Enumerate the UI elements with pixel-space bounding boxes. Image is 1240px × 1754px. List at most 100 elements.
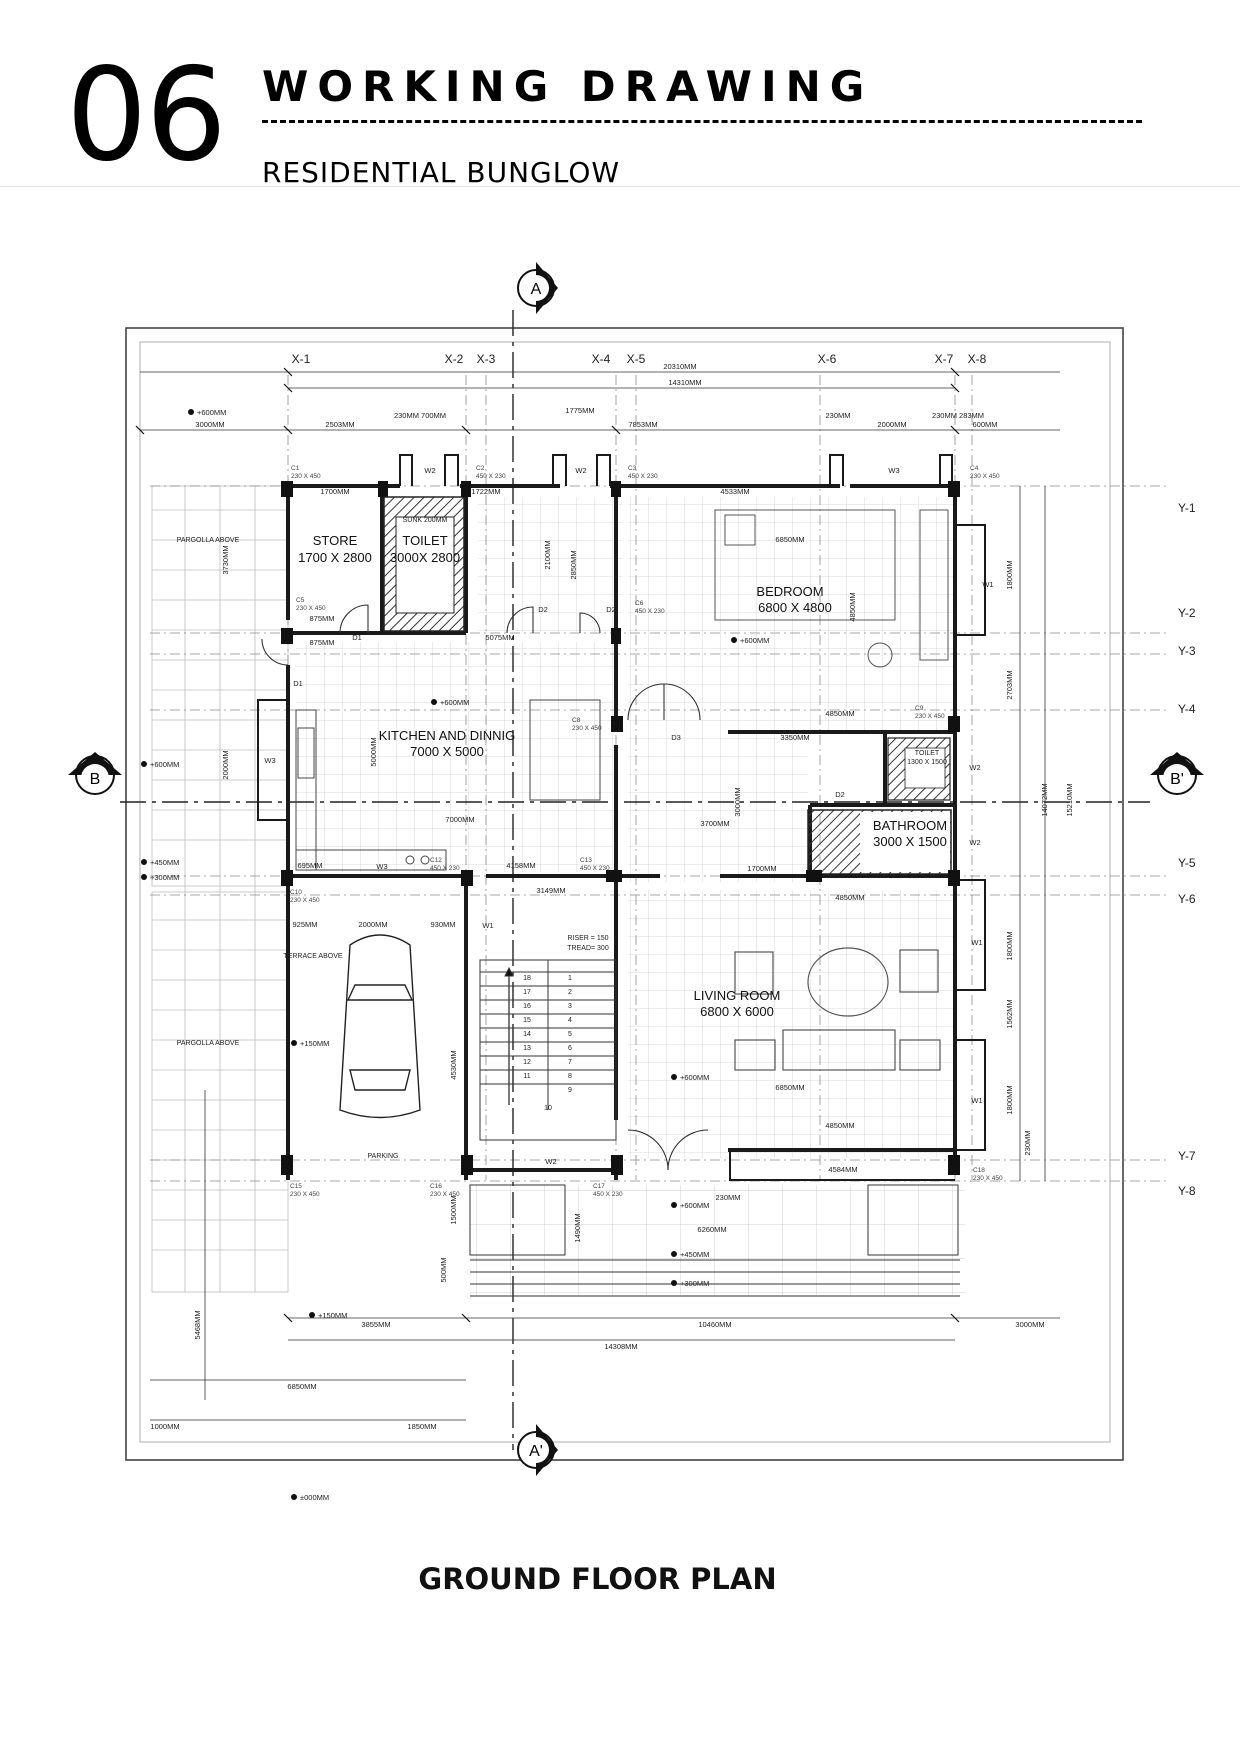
grid-y6: Y-6: [1178, 892, 1196, 906]
svg-text:230 X 450: 230 X 450: [973, 1175, 1003, 1182]
svg-text:13: 13: [523, 1045, 531, 1052]
svg-text:450 X 230: 450 X 230: [580, 865, 610, 872]
small-toilet-name: TOILET: [915, 750, 940, 757]
svg-text:3000MM: 3000MM: [195, 420, 224, 429]
svg-text:16: 16: [523, 1003, 531, 1010]
svg-text:6850MM: 6850MM: [287, 1382, 316, 1391]
grid-y7: Y-7: [1178, 1149, 1196, 1163]
room-bathroom-size: 3000 X 1500: [873, 834, 947, 849]
svg-text:W2: W2: [969, 838, 980, 847]
parking-label: PARKING: [368, 1153, 399, 1160]
svg-text:2703MM: 2703MM: [1005, 670, 1014, 699]
room-living-name: LIVING ROOM: [694, 988, 781, 1003]
svg-text:C12: C12: [430, 857, 442, 864]
room-store-name: STORE: [313, 533, 358, 548]
svg-text:20310MM: 20310MM: [663, 362, 696, 371]
site-boundary-inner: [139, 341, 1111, 1443]
svg-text:7: 7: [568, 1059, 572, 1066]
section-label-b: B: [90, 771, 101, 788]
svg-text:+600MM: +600MM: [150, 760, 179, 769]
svg-text:2850MM: 2850MM: [569, 550, 578, 579]
svg-text:2000MM: 2000MM: [221, 750, 230, 779]
svg-text:10: 10: [544, 1105, 552, 1112]
svg-text:3350MM: 3350MM: [780, 733, 809, 742]
columns: [281, 481, 960, 1175]
svg-text:1: 1: [568, 975, 572, 982]
svg-text:W3: W3: [888, 466, 899, 475]
svg-text:4850MM: 4850MM: [835, 893, 864, 902]
stair-tread-note: TREAD= 300: [567, 945, 609, 952]
svg-text:1562MM: 1562MM: [1005, 999, 1014, 1028]
svg-text:930MM: 930MM: [430, 920, 455, 929]
svg-text:230 X 450: 230 X 450: [296, 605, 326, 612]
walls: [286, 484, 957, 1180]
svg-text:C13: C13: [580, 857, 592, 864]
section-label-b-prime: B': [1170, 771, 1184, 788]
lobby-floor: [628, 732, 808, 882]
svg-text:14308MM: 14308MM: [604, 1342, 637, 1351]
page-number: 06: [66, 41, 227, 190]
section-label-a-prime: A': [529, 1443, 543, 1460]
svg-text:450 X 230: 450 X 230: [635, 608, 665, 615]
header-subtitle: RESIDENTIAL BUNGLOW: [262, 156, 621, 189]
svg-text:230 X 450: 230 X 450: [290, 1191, 320, 1198]
pergola-top-label: PARGOLLA ABOVE: [177, 537, 240, 544]
svg-text:4533MM: 4533MM: [720, 487, 749, 496]
sunk-note: SUNK 200MM: [403, 517, 448, 524]
svg-text:4158MM: 4158MM: [506, 861, 535, 870]
level-markers: +600MM +600MM +600MM +600MM +600MM +600M…: [150, 408, 769, 1502]
svg-text:D2: D2: [835, 790, 845, 799]
floor-plan-drawing: A A' B B' X-1 X-2 X-3 X-4 X-5 X-6 X-7 X-…: [68, 262, 1204, 1502]
svg-text:695MM: 695MM: [297, 861, 322, 870]
door-swings: [261, 604, 709, 1171]
minor-labels: TOILET 1300 X 1500 SUNK 200MM PARKING TE…: [177, 517, 947, 1160]
svg-text:C4: C4: [970, 465, 979, 472]
stair-hall-floor: [478, 497, 623, 632]
front-steps: [469, 1184, 960, 1297]
svg-text:4530MM: 4530MM: [449, 1050, 458, 1079]
svg-text:W2: W2: [545, 1157, 556, 1166]
svg-text:5468MM: 5468MM: [193, 1310, 202, 1339]
kitchen-floor: [296, 642, 618, 872]
bedroom-furniture: [714, 509, 949, 668]
grid-y8: Y-8: [1178, 1184, 1196, 1198]
svg-text:15210MM: 15210MM: [1065, 783, 1074, 816]
toilet-inner: [395, 516, 455, 614]
kitchen-counter: [295, 699, 601, 871]
svg-text:600MM: 600MM: [972, 420, 997, 429]
svg-text:W1: W1: [482, 921, 493, 930]
svg-text:10460MM: 10460MM: [698, 1320, 731, 1329]
svg-text:4850MM: 4850MM: [848, 592, 857, 621]
svg-text:5: 5: [568, 1031, 572, 1038]
svg-text:450 X 230: 450 X 230: [628, 473, 658, 480]
svg-text:1800MM: 1800MM: [1005, 1085, 1014, 1114]
plan-caption: GROUND FLOOR PLAN: [418, 1562, 777, 1596]
svg-text:11: 11: [523, 1073, 530, 1080]
svg-text:14072MM: 14072MM: [1040, 783, 1049, 816]
grid-x-labels: X-1 X-2 X-3 X-4 X-5 X-6 X-7 X-8: [292, 352, 987, 366]
room-store-size: 1700 X 2800: [298, 550, 372, 565]
svg-text:+150MM: +150MM: [300, 1039, 329, 1048]
stair-numbers: 1 2 3 4 5 6 7 8 9 18 17 16 15 14 13 12 1…: [523, 975, 572, 1112]
svg-text:1490MM: 1490MM: [573, 1213, 582, 1242]
staircase: [479, 959, 617, 1141]
svg-text:C8: C8: [572, 717, 581, 724]
svg-text:W1: W1: [971, 1096, 982, 1105]
room-living-size: 6800 X 6000: [700, 1004, 774, 1019]
grid-y1: Y-1: [1178, 501, 1196, 515]
svg-text:230MM: 230MM: [825, 411, 850, 420]
svg-text:C3: C3: [628, 465, 637, 472]
svg-text:2: 2: [568, 989, 572, 996]
room-bedroom-name: BEDROOM: [756, 584, 823, 599]
svg-text:3: 3: [568, 1003, 572, 1010]
svg-text:2000MM: 2000MM: [358, 920, 387, 929]
bedroom-floor: [628, 497, 953, 732]
svg-text:500MM: 500MM: [439, 1257, 448, 1282]
svg-text:+150MM: +150MM: [318, 1311, 347, 1320]
svg-text:6260MM: 6260MM: [697, 1225, 726, 1234]
svg-text:8: 8: [568, 1073, 572, 1080]
svg-text:3000MM: 3000MM: [1015, 1320, 1044, 1329]
pergola-hatch: [151, 485, 289, 1293]
svg-text:4850MM: 4850MM: [825, 709, 854, 718]
svg-text:W2: W2: [969, 763, 980, 772]
